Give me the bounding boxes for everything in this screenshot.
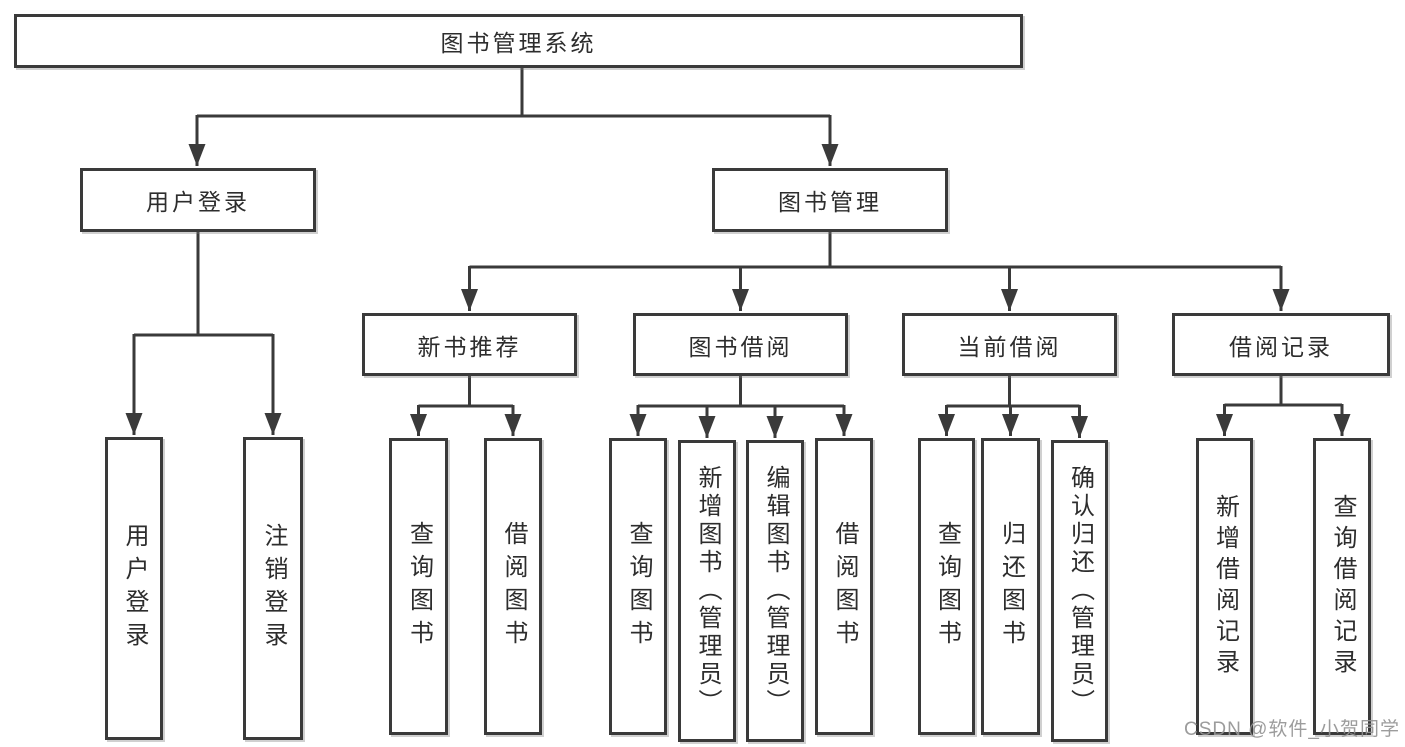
leaf-br-query-record-label: 查询借阅记录: [1329, 493, 1356, 680]
leaf-nb-query-books: 查询图书: [389, 438, 448, 735]
leaf-cb-confirm-return-admin: 确认归还（管理员）: [1051, 440, 1108, 742]
node-book-management: 图书管理: [712, 168, 948, 232]
leaf-bb-query-books-label: 查询图书: [625, 520, 652, 653]
leaf-bb-edit-books-admin: 编辑图书（管理员）: [746, 440, 804, 742]
leaf-cb-return-books-label: 归还图书: [997, 520, 1025, 653]
leaf-bb-borrow-books-label: 借阅图书: [831, 520, 858, 653]
node-new-book-recommend-label: 新书推荐: [417, 333, 522, 360]
leaf-logout: 注销登录: [243, 437, 303, 740]
node-current-borrowing-label: 当前借阅: [957, 333, 1062, 360]
node-borrow-records: 借阅记录: [1172, 313, 1390, 376]
leaf-cb-query-books: 查询图书: [918, 438, 975, 735]
leaf-nb-borrow-books-label: 借阅图书: [500, 520, 527, 653]
leaf-cb-confirm-return-admin-label: 确认归还（管理员）: [1066, 465, 1094, 717]
node-borrow-records-label: 借阅记录: [1229, 333, 1333, 360]
leaf-bb-add-books-admin: 新增图书（管理员）: [678, 440, 736, 742]
node-current-borrowing: 当前借阅: [902, 313, 1117, 376]
watermark: CSDN @软件_小贺同学: [1184, 719, 1400, 740]
leaf-bb-add-books-admin-label: 新增图书（管理员）: [694, 465, 721, 717]
node-book-borrowing-label: 图书借阅: [688, 333, 793, 360]
leaf-nb-borrow-books: 借阅图书: [484, 438, 542, 735]
node-book-management-label: 图书管理: [778, 189, 882, 215]
leaf-br-add-record: 新增借阅记录: [1196, 438, 1253, 735]
leaf-logout-label: 注销登录: [260, 522, 287, 655]
leaf-user-login-label: 用户登录: [121, 522, 148, 655]
leaf-bb-query-books: 查询图书: [609, 438, 667, 735]
leaf-bb-borrow-books: 借阅图书: [815, 438, 873, 735]
leaf-nb-query-books-label: 查询图书: [405, 520, 433, 653]
node-new-book-recommend: 新书推荐: [362, 313, 577, 376]
node-user-login-group-label: 用户登录: [146, 189, 250, 215]
node-user-login-group: 用户登录: [80, 168, 316, 232]
node-root-label: 图书管理系统: [440, 30, 597, 56]
node-book-borrowing: 图书借阅: [633, 313, 848, 376]
node-root: 图书管理系统: [14, 14, 1023, 68]
leaf-bb-edit-books-admin-label: 编辑图书（管理员）: [762, 465, 789, 717]
leaf-cb-return-books: 归还图书: [981, 438, 1040, 735]
leaf-br-add-record-label: 新增借阅记录: [1211, 493, 1239, 680]
leaf-user-login: 用户登录: [105, 437, 163, 740]
leaf-cb-query-books-label: 查询图书: [933, 520, 961, 653]
leaf-br-query-record: 查询借阅记录: [1313, 438, 1371, 735]
